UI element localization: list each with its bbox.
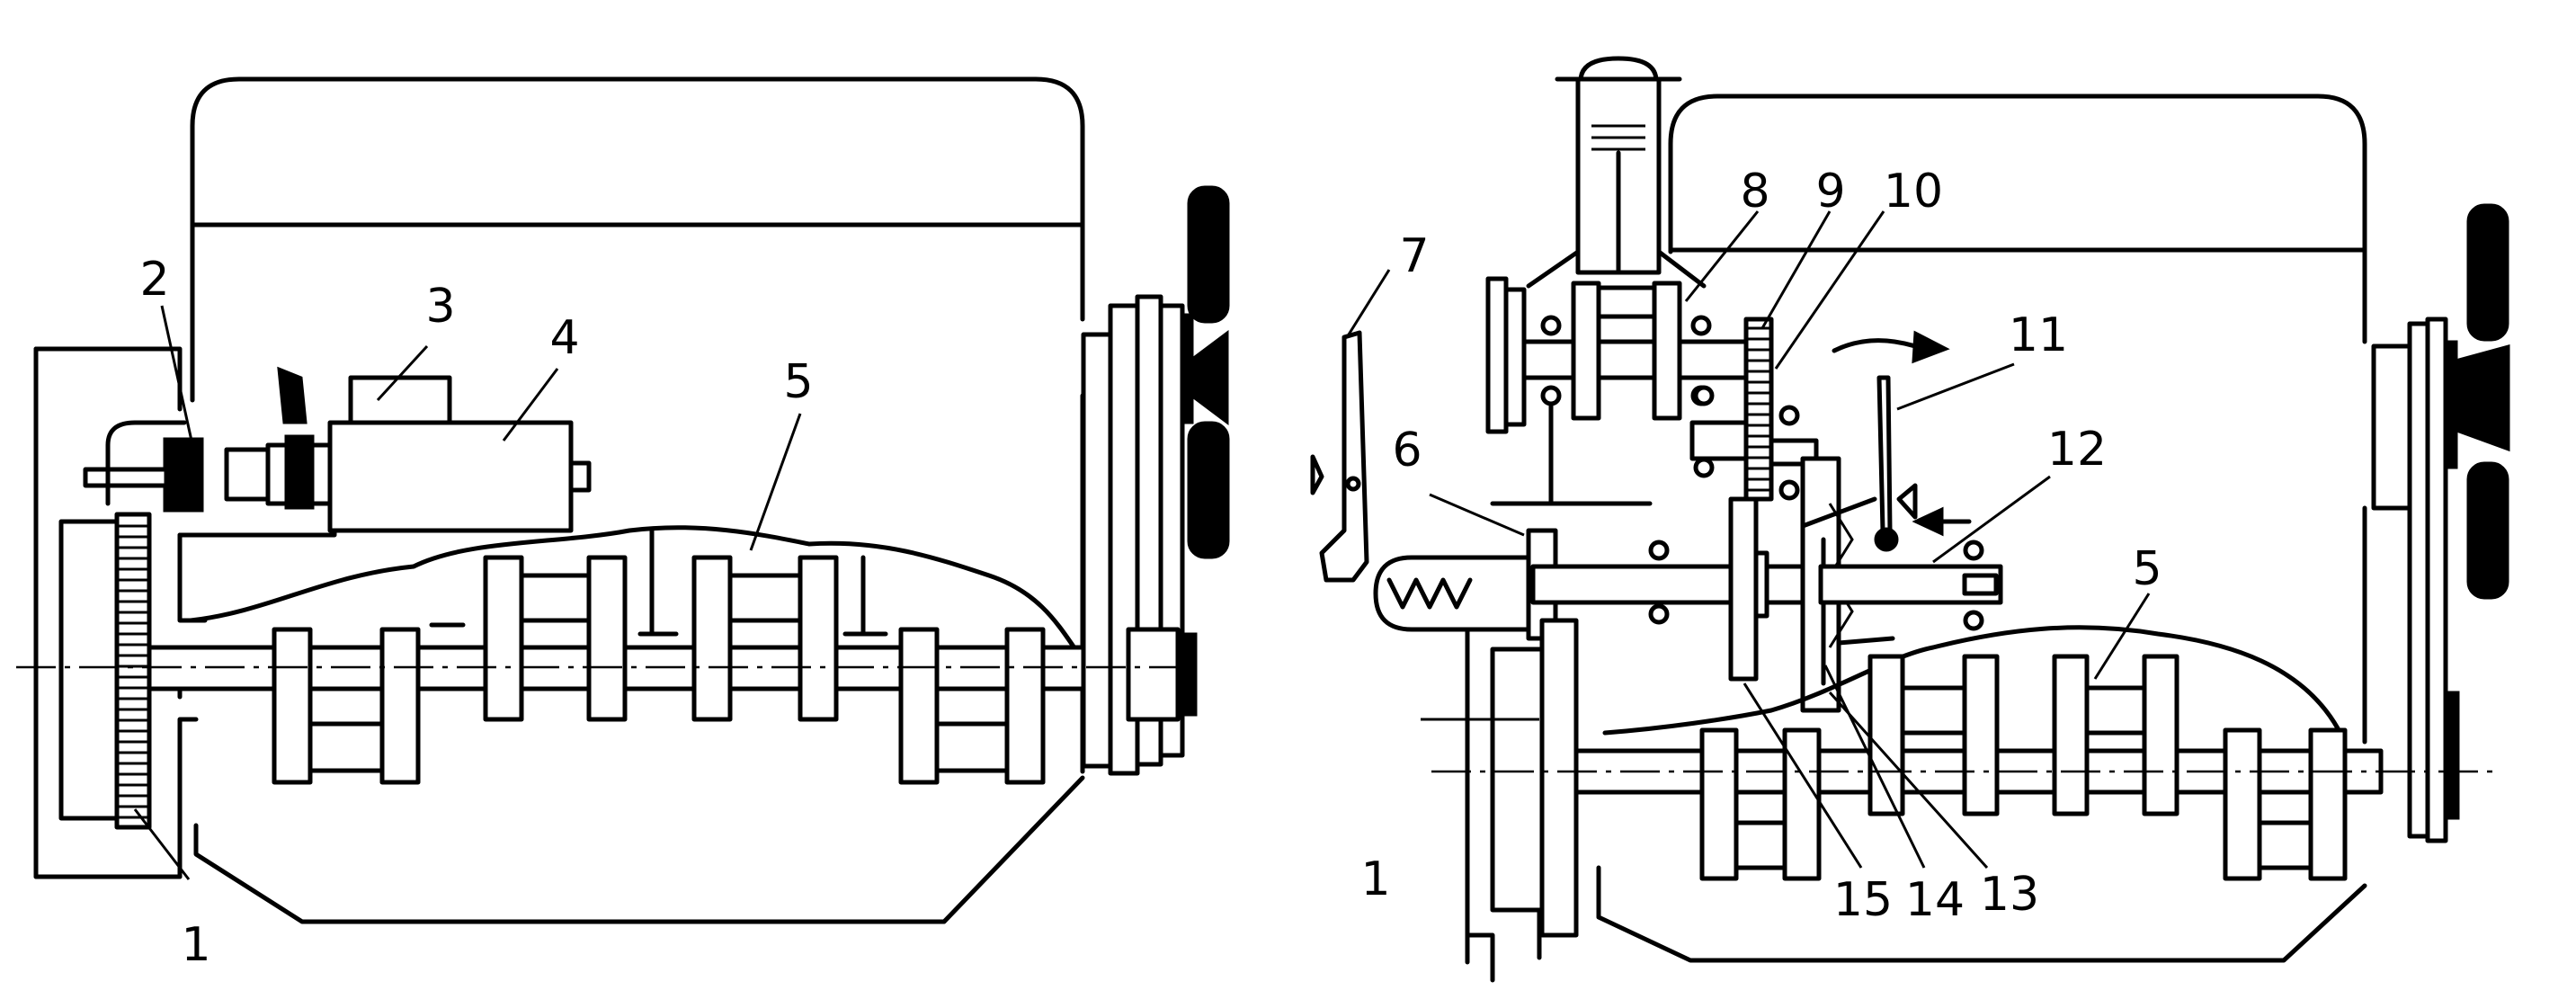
left-engine-view: 1 2 3 4 5 (16, 76, 1230, 972)
label-r15: 15 (1833, 873, 1893, 927)
label-r7: 7 (1399, 229, 1429, 283)
left-crankshaft (147, 528, 1096, 785)
label-r11: 11 (2009, 308, 2068, 362)
label-starter-pinion: 2 (139, 253, 169, 307)
label-r1: 1 (1360, 852, 1390, 906)
right-starting-crankshaft (1485, 276, 1760, 506)
label-r14: 14 (1905, 873, 1965, 927)
label-r9: 9 (1815, 165, 1845, 219)
left-fan-drive (1081, 185, 1230, 776)
label-starter-ring-gear: 1 (181, 918, 210, 972)
label-starter-relay: 3 (425, 280, 455, 334)
left-starter (83, 366, 592, 533)
label-r12: 12 (2047, 423, 2107, 477)
right-engage-lever (1310, 330, 1369, 583)
right-engine-view: 1 5 6 7 8 9 10 11 12 13 14 15 (1310, 56, 2510, 983)
right-control-lever (1832, 330, 1972, 552)
starter-relay (348, 375, 452, 425)
right-clutch (1728, 456, 2003, 713)
left-oil-level (188, 525, 1086, 664)
label-r10: 10 (1884, 165, 1943, 219)
label-r5: 5 (2132, 542, 2162, 596)
right-cylinder (1526, 56, 1707, 289)
label-crankshaft: 5 (783, 355, 813, 409)
starter-motor-body (327, 420, 574, 533)
left-flywheel-ring-gear (58, 512, 152, 830)
label-r8: 8 (1740, 165, 1769, 219)
right-engine-block (1465, 94, 2367, 983)
right-reduction-gears (1689, 317, 1819, 502)
label-r6: 6 (1392, 424, 1422, 477)
label-r13: 13 (1980, 868, 2039, 922)
right-fan-drive (2371, 203, 2510, 843)
right-oil-level (1602, 625, 2340, 736)
label-starter-motor: 4 (549, 311, 579, 365)
